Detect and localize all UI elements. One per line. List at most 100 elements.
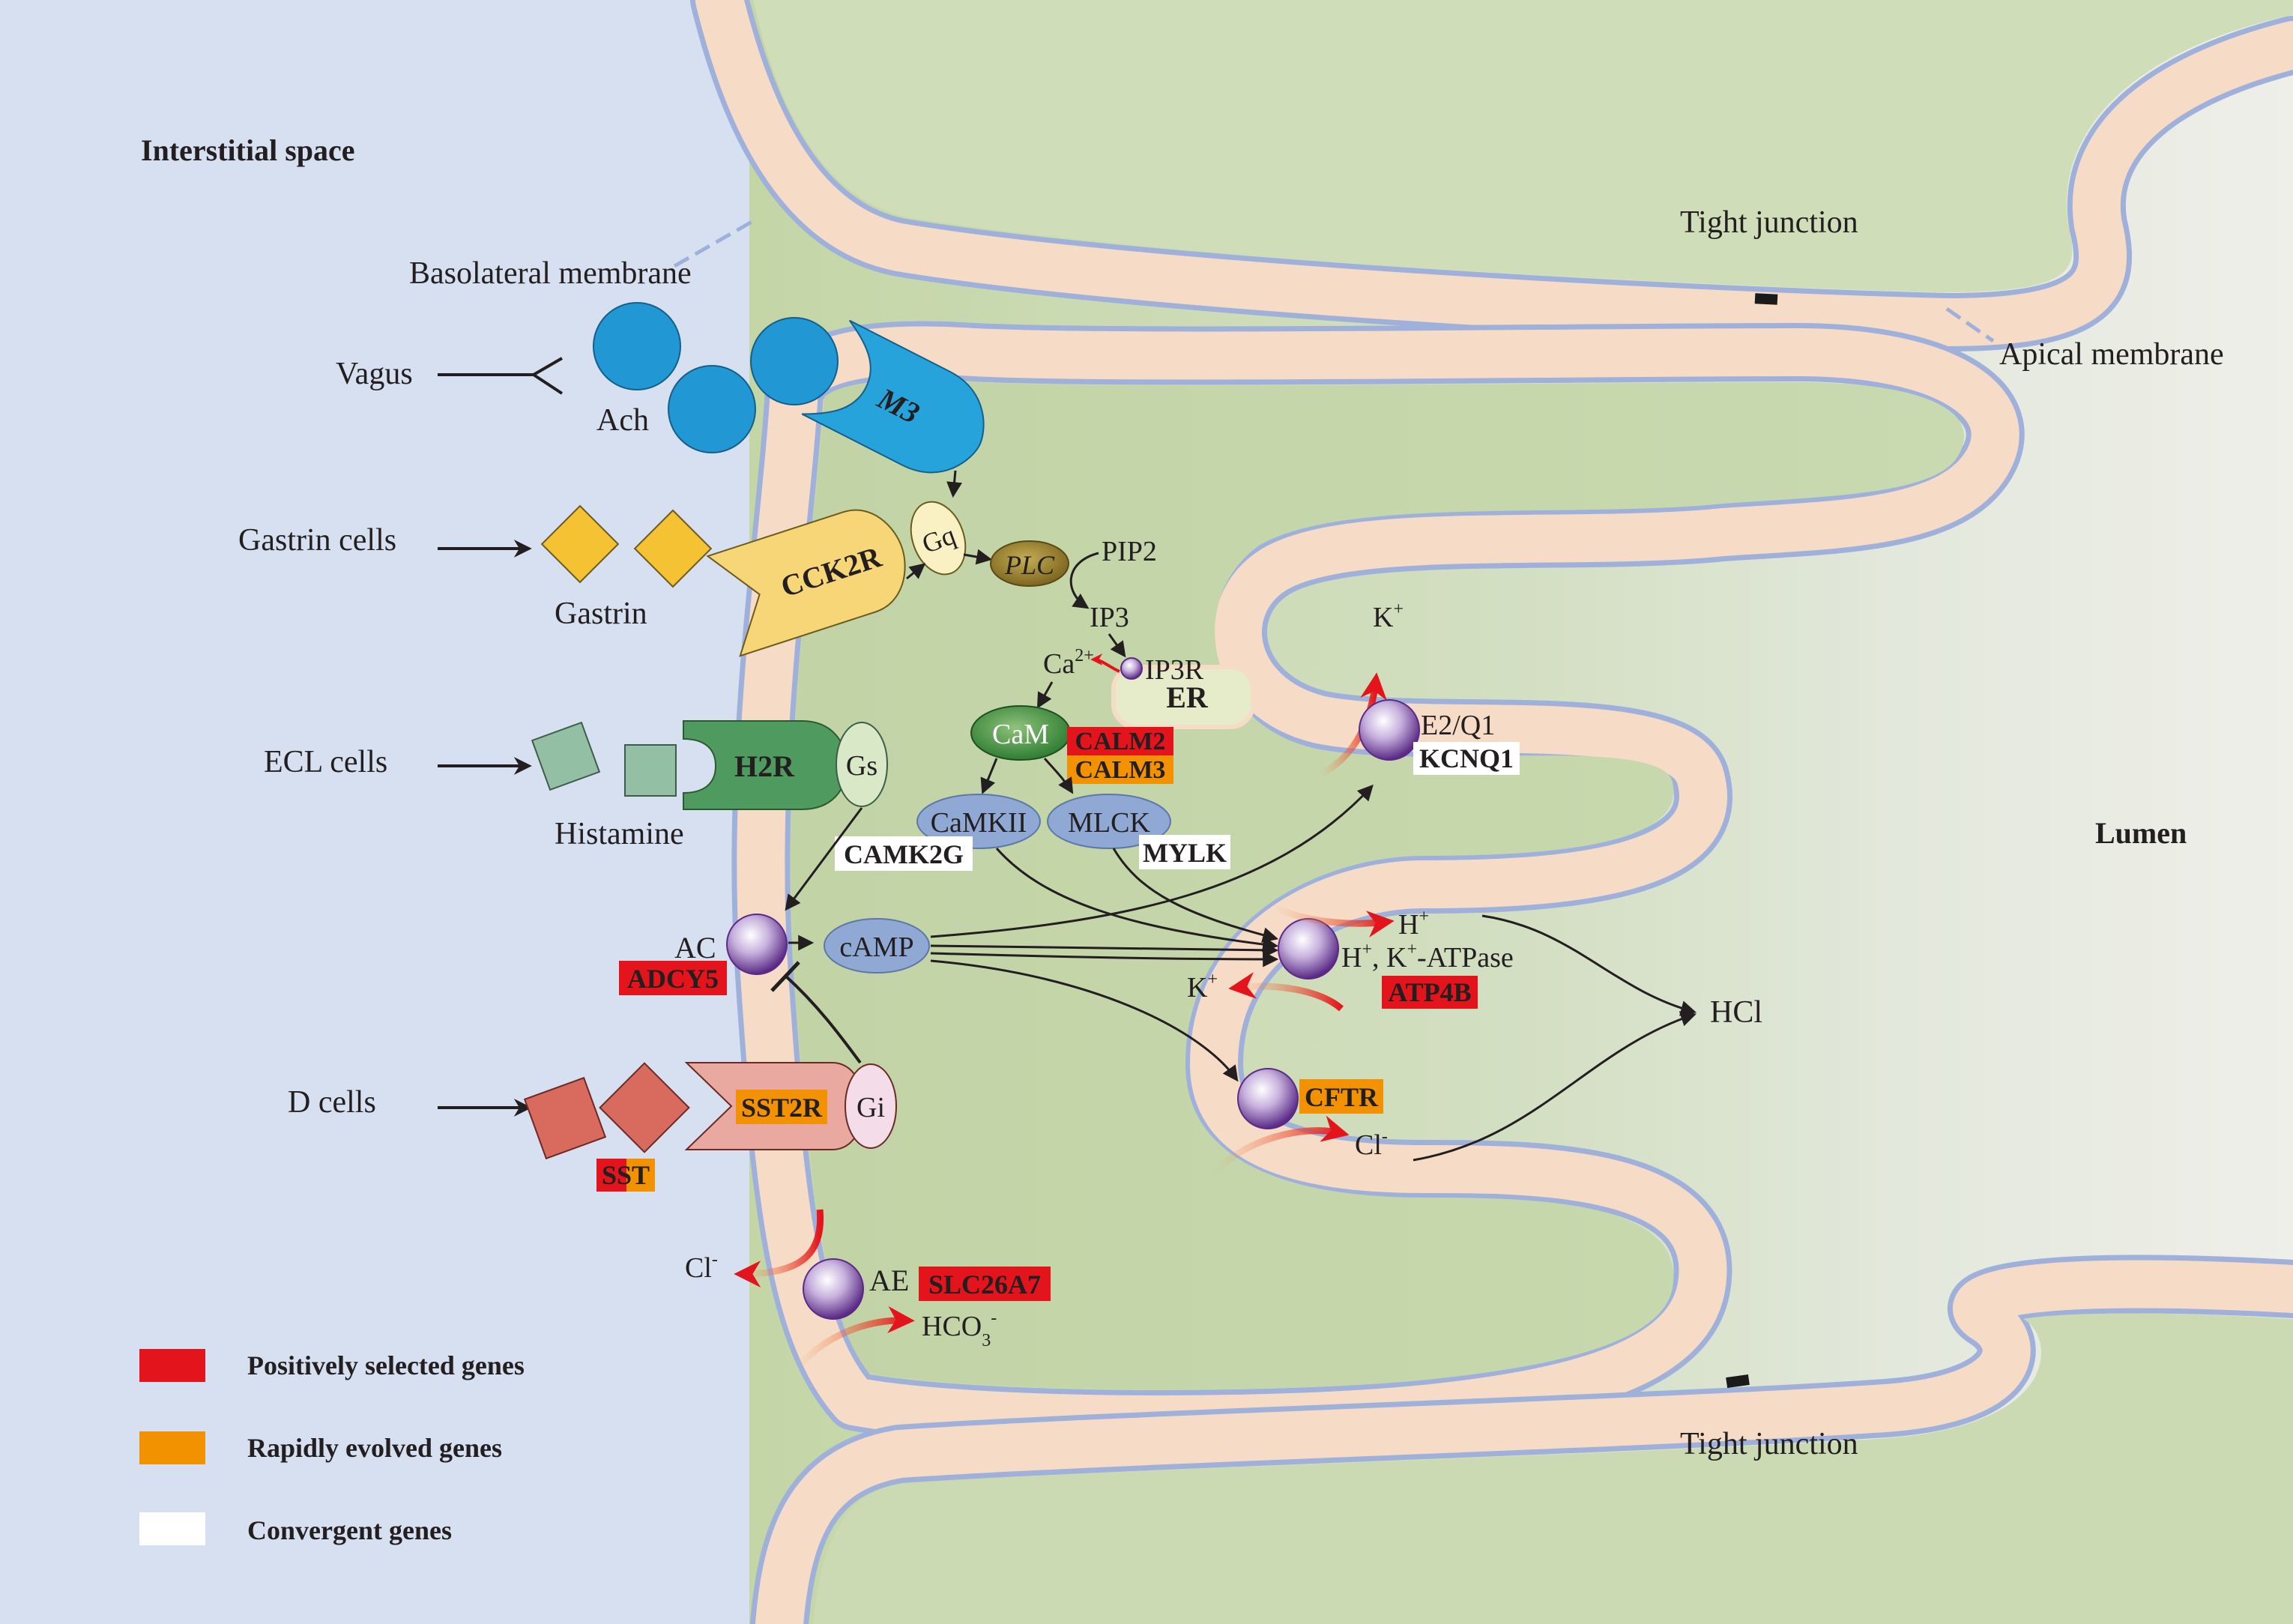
ach-molecule-3 [750, 317, 839, 405]
adcy5-gene-box [619, 961, 727, 995]
ach-molecule-1 [593, 302, 681, 390]
ca-to-cam-arrow [1036, 681, 1054, 709]
m3-to-gq-arrow [946, 470, 963, 498]
tight-junction-marker-bottom [1726, 1374, 1750, 1389]
ach-molecule-2 [668, 365, 756, 453]
h2r-label: H2R [734, 749, 795, 783]
ach-label: Ach [596, 403, 649, 438]
cl-ion-label-left: Cl- [685, 1250, 718, 1284]
histamine-label: Histamine [555, 817, 684, 851]
k-ion-label-top: K+ [1373, 600, 1404, 633]
gs-to-ac-arrow [785, 807, 863, 911]
mylk-gene-box [1139, 835, 1230, 869]
h-k-atpase-pump [1278, 918, 1339, 979]
camp-molecule [824, 918, 930, 974]
histamine-molecule-1 [531, 721, 601, 791]
d-cells-label: D cells [288, 1085, 376, 1120]
ca-label: Ca2+ [1043, 646, 1094, 680]
cam-to-mlck-arrow [1043, 758, 1074, 794]
camk2g-gene-box [835, 836, 973, 871]
camkii-to-atpase-arrow [995, 848, 1279, 953]
k-ion-label-bottom: K+ [1187, 970, 1218, 1003]
tight-junction-label-bottom: Tight junction [1680, 1427, 1858, 1461]
basolateral-pointer [673, 219, 755, 268]
gi-inhibit-bar [770, 961, 800, 992]
cck2r-receptor: CCK2R [706, 509, 906, 657]
legend-label-positive: Positively selected genes [247, 1350, 525, 1380]
lower-cell-interior [813, 1313, 2293, 1624]
ip3-to-ip3r-arrow [1108, 633, 1126, 658]
camp-to-atpase-arrow-1 [930, 942, 1279, 959]
legend: Positively selected genes Rapidly evolve… [139, 1349, 525, 1545]
cl-sup-right: - [1382, 1127, 1388, 1147]
cftr-channel [1237, 1068, 1299, 1129]
cl-to-hcl-arrow [1413, 1011, 1697, 1162]
sst-gene-label: SST [602, 1160, 650, 1190]
e2q1-label: E2/Q1 [1421, 710, 1495, 741]
histamine-molecule-2 [624, 744, 677, 797]
ecl-cells-label: ECL cells [264, 745, 387, 779]
sst2r-gene-box [736, 1090, 827, 1124]
parietal-cell-interior [791, 379, 1965, 1390]
plc-enzyme [990, 540, 1069, 587]
ac-enzyme [726, 914, 788, 975]
camk2g-gene-label: CAMK2G [844, 839, 964, 869]
cam-to-camkii-arrow [980, 758, 998, 794]
slc26a7-gene-box [919, 1267, 1051, 1301]
hcl-label: HCl [1710, 995, 1762, 1030]
gastrin-molecule-1 [540, 504, 620, 584]
vagus-label: Vagus [336, 357, 413, 391]
hco3-label: HCO3- [922, 1308, 997, 1350]
calm3-gene-label: CALM3 [1075, 756, 1166, 784]
ip3r-channel [1120, 657, 1143, 680]
membranes [690, 0, 2293, 1624]
cam-label: CaM [992, 719, 1049, 750]
ae-label: AE [869, 1264, 909, 1297]
calm3-gene-box [1067, 755, 1173, 784]
upper-cell-interior [753, 0, 2293, 292]
basolateral-membrane-label: Basolateral membrane [409, 256, 692, 291]
gi-inhibits-ac-line [784, 974, 862, 1064]
kcnq1-channel [1359, 699, 1420, 761]
apical-pointer [1945, 307, 1995, 343]
cftr-gene-label: CFTR [1305, 1082, 1379, 1112]
ae-exchanger [803, 1258, 864, 1320]
vagus-branch-down [532, 373, 564, 395]
gq-to-plc-arrow [963, 549, 993, 565]
sst-gene-box-red [596, 1159, 626, 1192]
slc26a7-gene-label: SLC26A7 [928, 1270, 1041, 1299]
camp-to-cftr-arrow [930, 959, 1239, 1082]
mlck-label: MLCK [1068, 807, 1150, 839]
sst-molecule-2 [599, 1062, 690, 1153]
h-k-atpase-label: H+, K+-ATPase [1341, 940, 1514, 974]
camkii-protein [916, 794, 1041, 849]
plc-label: PLC [1004, 550, 1055, 580]
h-sup: + [1419, 907, 1429, 926]
er-organelle [1111, 665, 1255, 729]
atp4b-gene-label: ATP4B [1388, 977, 1471, 1007]
camp-label: cAMP [839, 932, 913, 963]
tight-junction-marker-top [1754, 293, 1778, 305]
tight-junction-label-top: Tight junction [1680, 205, 1858, 240]
gi-label: Gi [857, 1092, 885, 1123]
cl-ion-label-right: Cl- [1355, 1127, 1388, 1161]
cl-efflux-gradient-arrow [1211, 1115, 1350, 1176]
apical-membrane-label: Apical membrane [1999, 337, 2224, 372]
calm2-gene-label: CALM2 [1075, 728, 1166, 755]
mlck-to-atpase-arrow [1112, 848, 1279, 943]
gi-protein [845, 1063, 897, 1149]
sst-gene-box-orange [626, 1159, 655, 1192]
hco3-efflux-arrow [791, 1306, 915, 1374]
h2r-receptor [683, 720, 848, 810]
calm2-gene-box [1067, 727, 1173, 755]
ip3-label: IP3 [1090, 602, 1129, 633]
gq-protein [910, 501, 967, 576]
k-sup-top: + [1393, 600, 1404, 619]
adcy5-gene-label: ADCY5 [627, 964, 719, 994]
interstitial-space-label: Interstitial space [141, 133, 355, 167]
kcnq1-gene-box [1413, 742, 1520, 775]
lumen-label: Lumen [2095, 816, 2187, 850]
legend-label-rapid: Rapidly evolved genes [247, 1433, 502, 1463]
gs-label: Gs [846, 750, 877, 782]
